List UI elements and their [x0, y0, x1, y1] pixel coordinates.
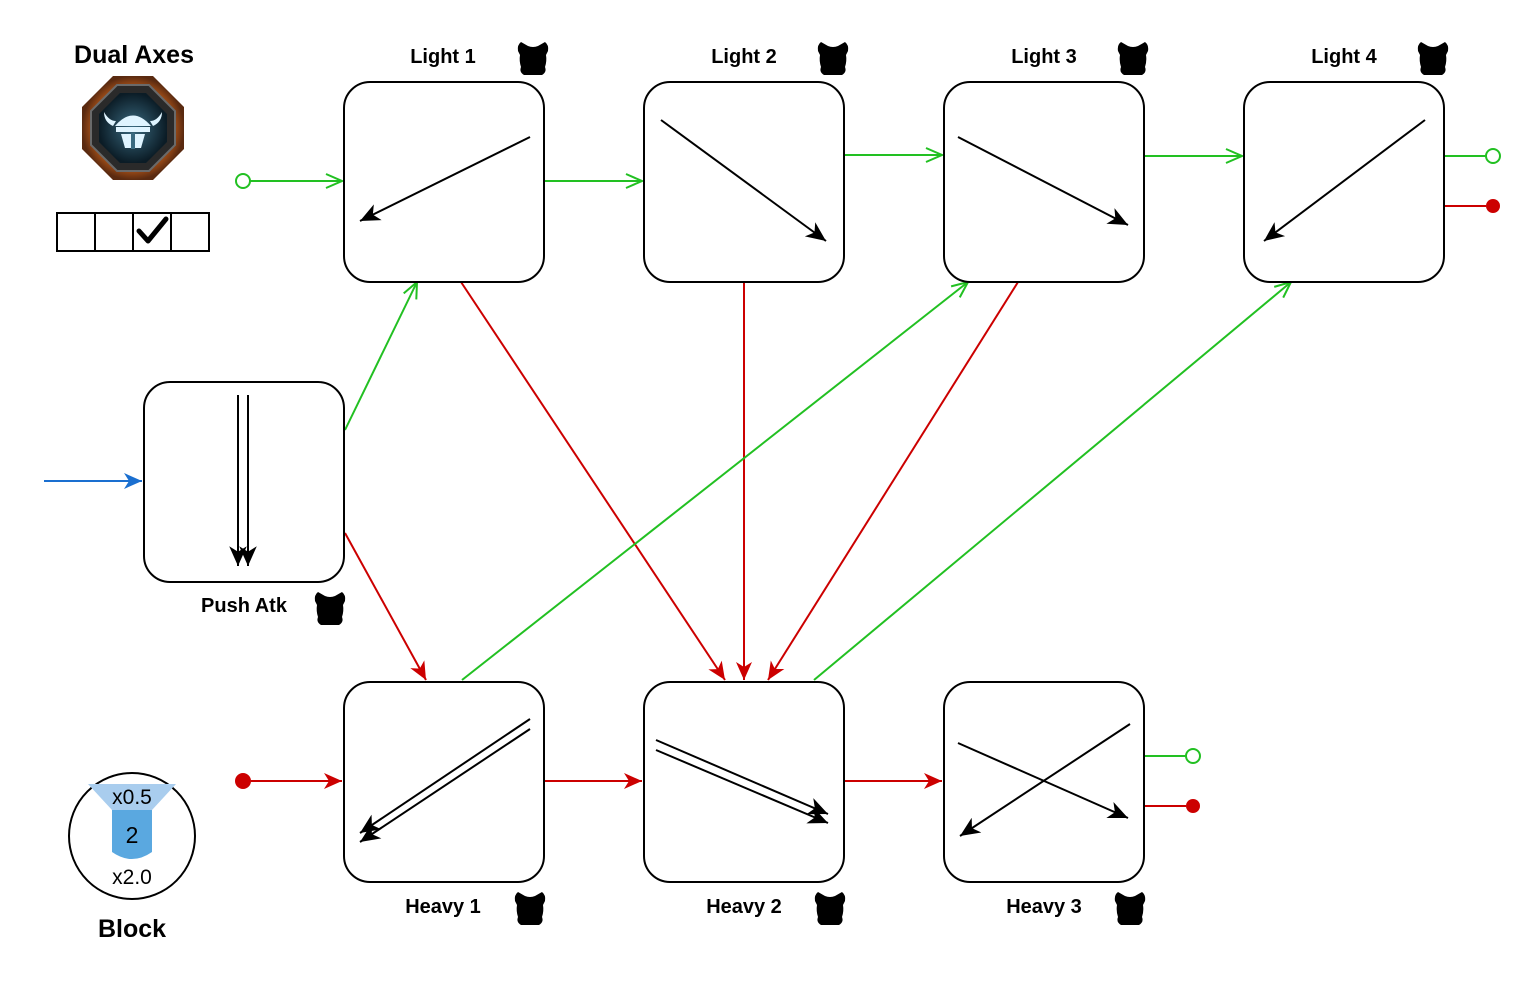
weapon-name: Dual Axes: [74, 41, 194, 69]
armor-icon: [1117, 42, 1149, 75]
swing-direction-arrow-icon: [660, 119, 827, 242]
label-light-1: Light 1: [410, 46, 476, 68]
viking-helmet-emblem-icon: [82, 76, 184, 180]
heavy-chain-light-exit: [1185, 748, 1201, 764]
node-light-2: [643, 81, 845, 283]
label-heavy-3: Heavy 3: [1006, 896, 1082, 918]
block-label: Block: [98, 915, 166, 943]
armor-icon: [817, 42, 849, 75]
node-heavy-3: [943, 681, 1145, 883]
node-heavy-2: [643, 681, 845, 883]
tier-box-4: [170, 212, 210, 252]
node-heavy-1: [343, 681, 545, 883]
light-chain-start: [235, 173, 251, 189]
connectors: [44, 148, 1501, 813]
swing-direction-arrow-icon: [655, 739, 829, 815]
swing-direction-arrow-icon: [359, 728, 531, 843]
armor-icon: [1417, 42, 1449, 75]
block-bottom-multiplier: x2.0: [112, 866, 152, 889]
swing-direction-arrow-icon: [1263, 119, 1426, 242]
label-heavy-1: Heavy 1: [405, 896, 481, 918]
swing-direction-arrow-icon: [655, 749, 829, 824]
label-light-4: Light 4: [1311, 46, 1377, 68]
swing-direction-arrow-icon: [959, 723, 1131, 837]
armor-icon: [514, 892, 546, 925]
label-light-3: Light 3: [1011, 46, 1077, 68]
armor-icon: [814, 892, 846, 925]
light-chain-end: [1485, 148, 1501, 164]
check-icon: [136, 216, 169, 244]
armor-icon: [517, 42, 549, 75]
label-push-attack: Push Atk: [201, 595, 288, 617]
armor-icon: [1114, 892, 1146, 925]
swing-direction-arrow-icon: [359, 136, 531, 222]
tier-boxes: [56, 212, 210, 252]
heavy-chain-start: [235, 773, 251, 789]
label-heavy-2: Heavy 2: [706, 896, 782, 918]
block-top-multiplier: x0.5: [112, 786, 152, 809]
swing-direction-arrow-icon: [957, 136, 1129, 226]
node-light-4: [1243, 81, 1445, 283]
swing-direction-arrow-icon: [359, 718, 531, 834]
tier-box-1: [56, 212, 96, 252]
label-light-2: Light 2: [711, 46, 777, 68]
node-push-attack: [143, 381, 345, 583]
node-light-3: [943, 81, 1145, 283]
block-value: 2: [126, 822, 139, 848]
heavy-chain-end: [1186, 799, 1200, 813]
block-badge: x0.5 2 x2.0: [68, 772, 196, 900]
block-shield-bottom: [112, 810, 152, 859]
armor-icon: [314, 592, 346, 625]
tier-box-2: [94, 212, 134, 252]
node-light-1: [343, 81, 545, 283]
light-chain-heavy-exit: [1486, 199, 1500, 213]
block-shield-top: [88, 784, 176, 810]
